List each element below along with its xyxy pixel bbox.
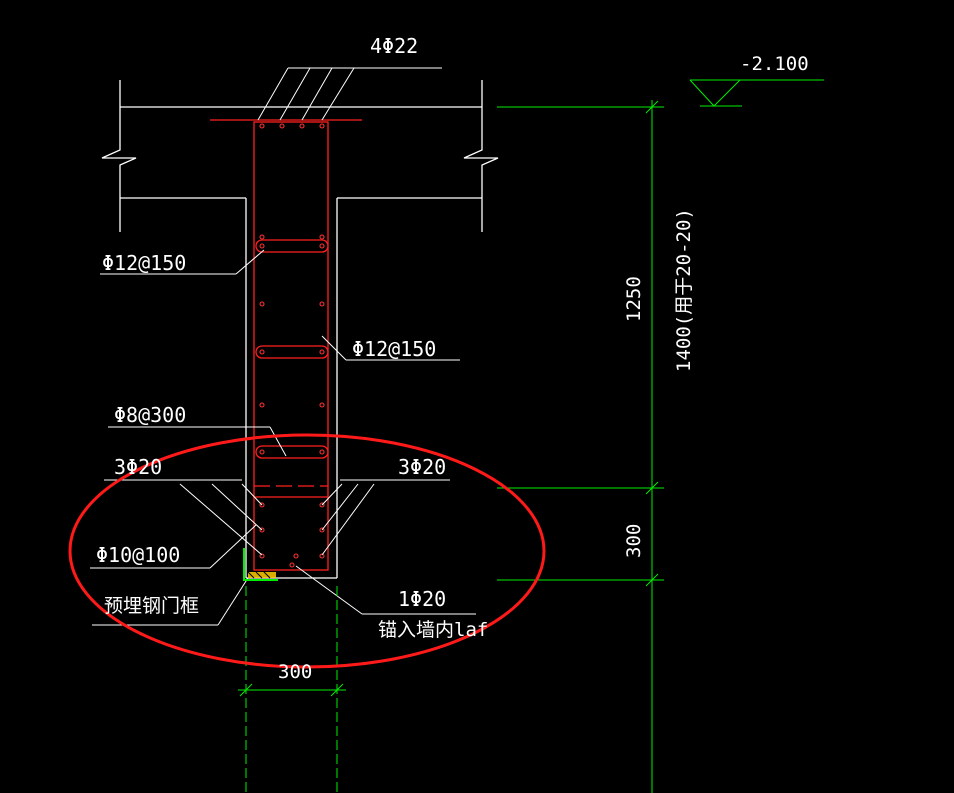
leader-lines	[90, 67, 476, 626]
dim-width-label: 300	[278, 661, 312, 683]
dim-lower-label: 300	[623, 524, 645, 558]
steel-door-frame	[243, 548, 278, 581]
dim-total-label: 1400(用于20-20)	[673, 208, 695, 372]
anchor-note: 锚入墙内laf	[378, 619, 488, 641]
concrete-outline	[101, 80, 499, 579]
rebar-dots	[259, 123, 325, 568]
bars-left-label: 3Φ20	[114, 455, 162, 479]
elevation-label: -2.100	[740, 53, 809, 75]
dimension-lines	[238, 79, 824, 793]
door-frame-label: 预埋钢门框	[104, 595, 199, 617]
bottom-bar-label: 1Φ20	[398, 587, 446, 611]
bottom-stirrup-label: Φ10@100	[96, 543, 180, 567]
bars-right-label: 3Φ20	[398, 455, 446, 479]
stirrup-left-label: Φ12@150	[102, 251, 186, 275]
stirrup-right-label: Φ12@150	[352, 337, 436, 361]
highlight-ellipse	[68, 433, 546, 669]
rebar-cage	[210, 119, 362, 571]
dim-upper-label: 1250	[623, 276, 645, 322]
top-bars-label: 4Φ22	[370, 34, 418, 58]
tie-label: Φ8@300	[114, 403, 186, 427]
